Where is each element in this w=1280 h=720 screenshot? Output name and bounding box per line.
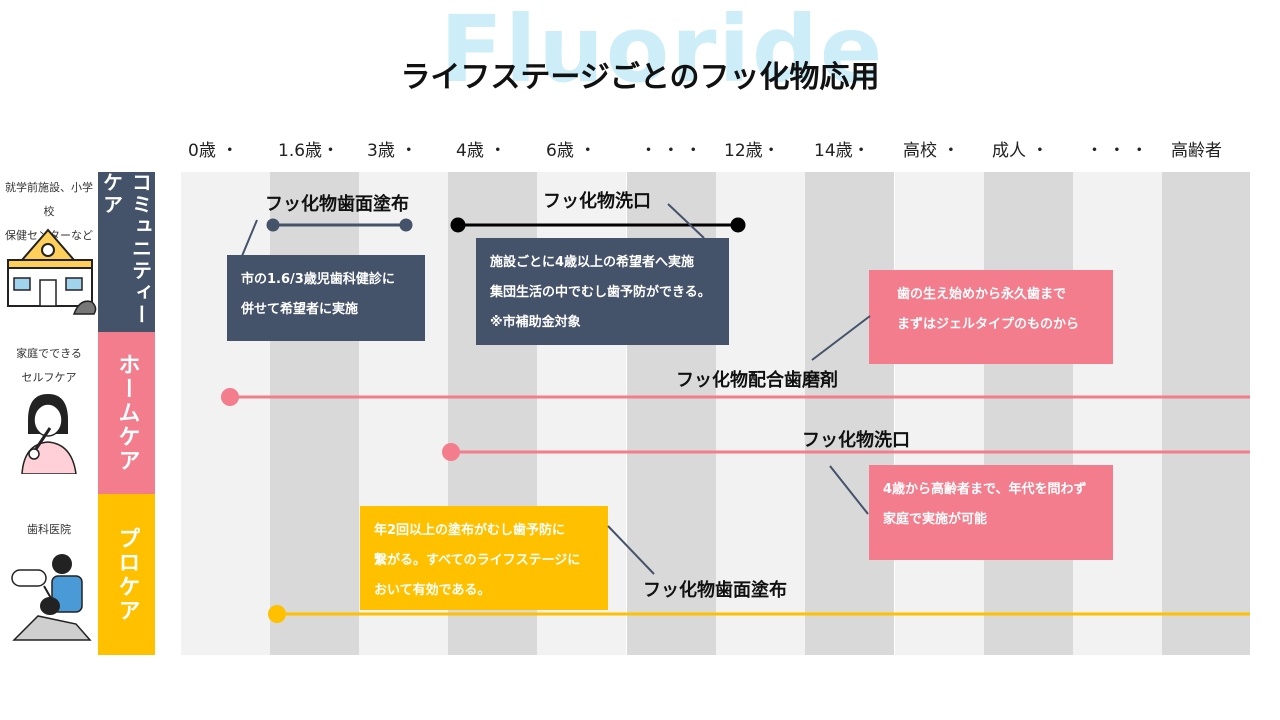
side-label-line: 家庭でできる bbox=[16, 347, 82, 360]
toothpaste-period-line bbox=[221, 388, 1250, 406]
pro-varnish-note: 年2回以上の塗布がむし歯予防に 繋がる。すべてのライフステージに おいて有効であ… bbox=[360, 506, 608, 610]
dentist-treating-patient-icon bbox=[11, 554, 92, 641]
callout-connector bbox=[811, 315, 871, 361]
callout-connector bbox=[829, 465, 869, 515]
age-label: 高校 ・ bbox=[903, 141, 960, 161]
age-label: 14歳・ bbox=[814, 141, 870, 161]
side-label-pro: 歯科医院 bbox=[0, 518, 98, 542]
age-label: ・ ・ ・ bbox=[1086, 141, 1148, 161]
side-label-line: 就学前施設、小学校 bbox=[5, 181, 93, 218]
community-varnish-label: フッ化物歯面塗布 bbox=[265, 194, 409, 215]
side-label-home: 家庭でできる セルフケア bbox=[0, 342, 98, 390]
side-label-line: 歯科医院 bbox=[27, 523, 71, 536]
fluoride-watermark: Fluoride bbox=[440, 0, 885, 103]
note-line: ※市補助金対象 bbox=[490, 315, 581, 330]
age-label: 3歳 ・ bbox=[367, 141, 418, 161]
note-line: 併せて希望者に実施 bbox=[241, 302, 359, 317]
age-label: 成人 ・ bbox=[992, 141, 1049, 161]
category-community-care: コミュニティーケア bbox=[98, 172, 155, 332]
age-column bbox=[895, 172, 984, 655]
callout-connector bbox=[607, 525, 655, 575]
note-line: まずはジェルタイプのものから bbox=[897, 317, 1080, 332]
age-column bbox=[805, 172, 894, 655]
community-varnish-note: 市の1.6/3歳児歯科健診に 併せて希望者に実施 bbox=[227, 255, 425, 341]
callout-connector bbox=[667, 203, 705, 239]
note-line: 施設ごとに4歳以上の希望者へ実施 bbox=[490, 255, 695, 270]
note-line: 歯の生え始めから永久歯まで bbox=[897, 287, 1067, 302]
age-column bbox=[1073, 172, 1162, 655]
note-line: 市の1.6/3歳児歯科健診に bbox=[241, 272, 395, 287]
woman-brushing-teeth-icon bbox=[21, 394, 77, 474]
age-label: 4歳 ・ bbox=[456, 141, 507, 161]
note-line: 家庭で実施が可能 bbox=[883, 512, 988, 527]
toothpaste-note: 歯の生え始めから永久歯まで まずはジェルタイプのものから bbox=[869, 270, 1113, 364]
home-rinse-period-line bbox=[442, 443, 1250, 461]
note-line: 繋がる。すべてのライフステージに bbox=[374, 553, 581, 568]
category-home-care: ホームケア bbox=[98, 332, 155, 494]
category-pro-care: プロケア bbox=[98, 494, 155, 655]
age-column bbox=[984, 172, 1073, 655]
page-title: ライフステージごとのフッ化物応用 bbox=[400, 60, 880, 95]
age-column bbox=[716, 172, 805, 655]
age-label: 12歳・ bbox=[724, 141, 780, 161]
age-label: 6歳 ・ bbox=[546, 141, 597, 161]
pro-varnish-label: フッ化物歯面塗布 bbox=[643, 580, 787, 601]
age-label: 0歳 ・ bbox=[188, 141, 239, 161]
community-rinse-label: フッ化物洗口 bbox=[543, 191, 651, 212]
age-column bbox=[1162, 172, 1250, 655]
side-label-line: セルフケア bbox=[21, 371, 77, 384]
callout-connector bbox=[241, 219, 258, 257]
home-rinse-note: 4歳から高齢者まで、年代を問わず 家庭で実施が可能 bbox=[869, 465, 1113, 560]
community-varnish-period-line bbox=[266, 218, 413, 232]
school-building-icon bbox=[7, 228, 97, 315]
age-column bbox=[181, 172, 270, 655]
toothpaste-label: フッ化物配合歯磨剤 bbox=[676, 370, 838, 391]
note-line: おいて有効である。 bbox=[374, 583, 491, 598]
age-label: ・ ・ ・ bbox=[640, 141, 702, 161]
age-label: 1.6歳・ bbox=[278, 141, 340, 161]
note-line: 集団生活の中でむし歯予防ができる。 bbox=[490, 285, 711, 300]
age-label: 高齢者 bbox=[1171, 141, 1222, 161]
home-rinse-label: フッ化物洗口 bbox=[802, 430, 910, 451]
community-rinse-note: 施設ごとに4歳以上の希望者へ実施 集団生活の中でむし歯予防ができる。 ※市補助金… bbox=[476, 238, 729, 345]
age-column bbox=[270, 172, 359, 655]
note-line: 4歳から高齢者まで、年代を問わず bbox=[883, 482, 1087, 497]
note-line: 年2回以上の塗布がむし歯予防に bbox=[374, 523, 566, 538]
pro-varnish-period-line bbox=[268, 605, 1250, 623]
